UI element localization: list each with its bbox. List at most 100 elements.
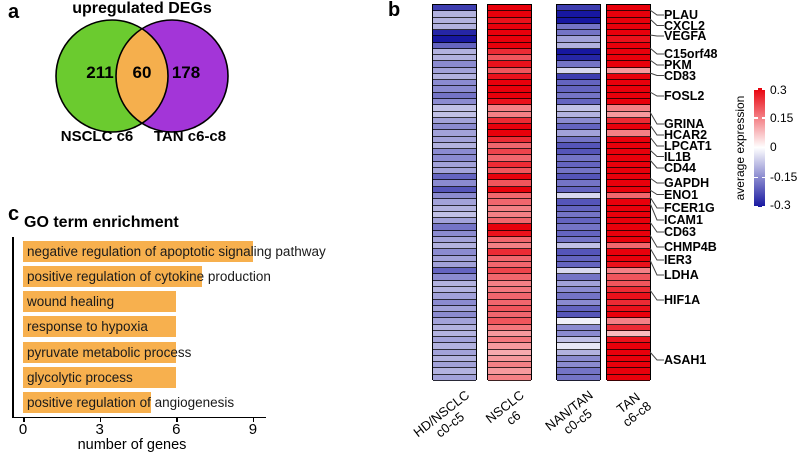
heatmap-cell [607,24,650,30]
heatmap-cell [433,293,476,300]
heatmap-cell [433,300,476,306]
heatmap-cell [488,362,531,368]
heatmap-cell [607,118,650,124]
heatmap-cell [557,343,600,350]
go-bar [23,241,253,262]
heatmap-cell [433,174,476,180]
heatmap-cell [607,274,650,281]
heatmap-cell [433,218,476,224]
heatmap-cell [557,243,600,249]
heatmap-cell [488,243,531,249]
gene-label-fosl2: FOSL2 [664,89,705,103]
heatmap-cell [557,68,600,74]
go-x-tick-mark [252,418,255,422]
heatmap-cell [607,105,650,112]
heatmap-cell [488,212,531,218]
heatmap-cell [557,112,600,118]
heatmap-cell [607,93,650,99]
gene-label-fcer1g: FCER1G [664,201,715,215]
gene-leader-line [649,34,664,37]
gene-leader-line [649,177,664,184]
heatmap-cell [433,137,476,143]
heatmap-cell [607,99,650,105]
venn-left-count: 211 [86,63,114,82]
heatmap-cell [607,180,650,187]
heatmap-cell [488,249,531,256]
heatmap-cell [557,180,600,187]
heatmap-cell [488,274,531,281]
gene-leader-line [649,136,664,147]
heatmap-cell [433,206,476,212]
heatmap-cell [607,343,650,350]
heatmap-cell [488,262,531,268]
heatmap-cell [433,5,476,11]
heatmap-cell [488,49,531,55]
heatmap-cell [557,86,600,93]
heatmap-cell [488,174,531,180]
heatmap-cell [488,256,531,262]
heatmap-cell [488,312,531,318]
heatmap-cell [557,312,600,318]
gene-leader-line [649,47,664,55]
heatmap-cell [433,49,476,55]
heatmap-cell [433,112,476,118]
heatmap-cell [488,306,531,312]
go-bar [23,391,151,413]
gene-label-gapdh: GAPDH [664,176,710,190]
gene-leader-line [649,234,664,248]
gene-label-hif1a: HIF1A [664,293,701,307]
heatmap-cell [557,368,600,375]
heatmap-cell [607,11,650,18]
heatmap-cell [488,143,531,149]
gene-leader-line [649,18,664,26]
heatmap-cell [607,124,650,130]
gene-leader-line [649,59,664,66]
heatmap-cell [433,193,476,199]
colorbar-tick-mark [761,146,765,149]
gene-leader-line [649,159,664,169]
heatmap-cell [557,306,600,312]
heatmap-col-label-tan: TAN c6-c8 [612,388,654,429]
heatmap-cell [433,224,476,231]
heatmap-cell [607,256,650,262]
heatmap-cell [433,331,476,337]
heatmap-cell [607,281,650,287]
heatmap-cell [557,18,600,24]
colorbar-tick-mark [754,88,758,90]
gene-label-icam1: ICAM1 [664,213,703,227]
heatmap-cell [607,112,650,118]
gene-label-il1b: IL1B [664,149,692,164]
heatmap-cell [433,281,476,287]
go-x-tick-label: 0 [18,421,28,438]
heatmap-cell [607,337,650,343]
heatmap-cell [488,5,531,11]
heatmap-cell [557,155,600,162]
colorbar-tick-1: 0.15 [770,111,794,125]
heatmap-cell [488,287,531,293]
heatmap-cell [607,350,650,356]
heatmap-cell [433,80,476,86]
colorbar-title: average expression [733,95,747,201]
heatmap-cell [557,61,600,68]
heatmap-cell [557,43,600,49]
heatmap-cell [607,43,650,49]
go-bar [23,291,177,313]
gene-leader-line [649,289,664,301]
gene-label-chmp4b: CHMP4B [664,240,717,254]
heatmap-cell [607,18,650,24]
heatmap-cell [488,337,531,343]
heatmap-cell [433,30,476,36]
heatmap-cell [557,375,600,381]
heatmap-cell [557,212,600,218]
heatmap-cell [433,74,476,80]
heatmap-cell [488,218,531,224]
heatmap-cell [607,137,650,143]
heatmap-cell [557,80,600,86]
heatmap-cell [557,274,600,281]
heatmap-cell [433,262,476,268]
heatmap-cell [607,212,650,218]
gene-label-c15orf48: C15orf48 [664,47,718,61]
heatmap-cell [488,124,531,130]
heatmap-cell [488,293,531,300]
